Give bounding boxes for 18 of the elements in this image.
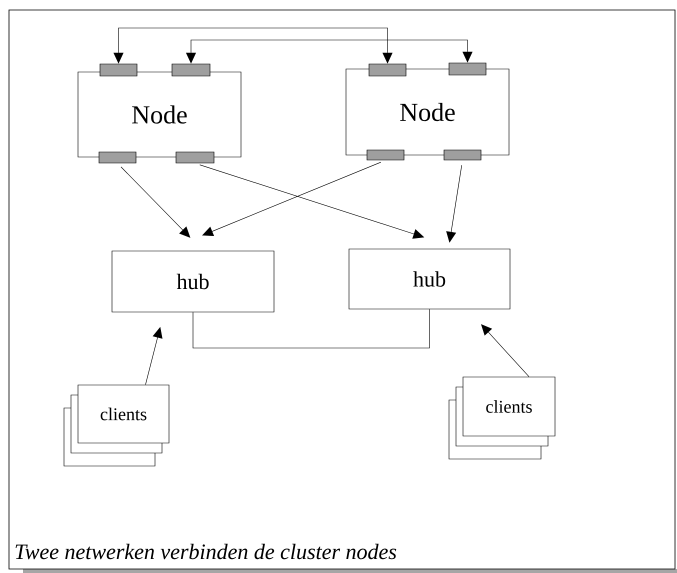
hub-box: hub	[112, 250, 274, 312]
caption: Twee netwerken verbinden de cluster nodes	[16, 544, 396, 560]
document-stack: clients	[448, 376, 556, 460]
node-box: Node	[78, 72, 242, 158]
node-box: Node	[346, 68, 510, 156]
port-box	[444, 150, 482, 160]
port-box	[368, 64, 406, 76]
arrow	[481, 324, 530, 377]
port-box	[176, 152, 214, 164]
hub-box: hub	[348, 248, 510, 310]
port-box	[366, 150, 404, 160]
port-box	[98, 152, 136, 164]
arrow	[120, 166, 190, 238]
document-stack: clients	[64, 384, 170, 466]
port-box	[172, 64, 210, 76]
port-box	[448, 62, 486, 76]
port-box	[100, 64, 138, 76]
arrow	[202, 162, 382, 236]
